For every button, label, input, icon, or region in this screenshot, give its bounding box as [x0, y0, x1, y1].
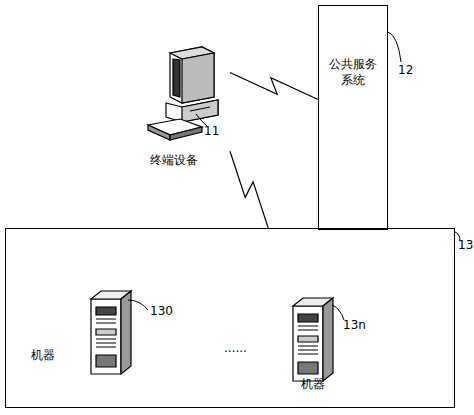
- callout-number: 13n: [343, 318, 366, 332]
- node-label: 公共服务系统: [329, 56, 377, 88]
- node-label: 终端设备: [150, 152, 220, 168]
- callout-number: 130: [150, 304, 173, 318]
- group-box: 13机器机器: [5, 228, 455, 408]
- machine: 机器: [31, 289, 141, 389]
- wireless-link: [230, 73, 318, 100]
- server-icon: [89, 289, 134, 379]
- system-box: 公共服务系统: [318, 5, 388, 230]
- node-label: 机器: [301, 376, 331, 392]
- server-icon: [291, 296, 336, 386]
- ellipsis: ......: [224, 341, 247, 355]
- terminal-device: 终端设备: [140, 45, 230, 170]
- machine: 机器: [286, 296, 346, 396]
- callout-number: 11: [204, 124, 219, 138]
- callout-number: 12: [398, 63, 413, 77]
- node-label: 机器: [31, 347, 61, 363]
- leader-line: [332, 305, 344, 320]
- leader-line: [388, 32, 401, 62]
- wireless-link: [230, 151, 268, 228]
- callout-number: 13: [458, 237, 474, 253]
